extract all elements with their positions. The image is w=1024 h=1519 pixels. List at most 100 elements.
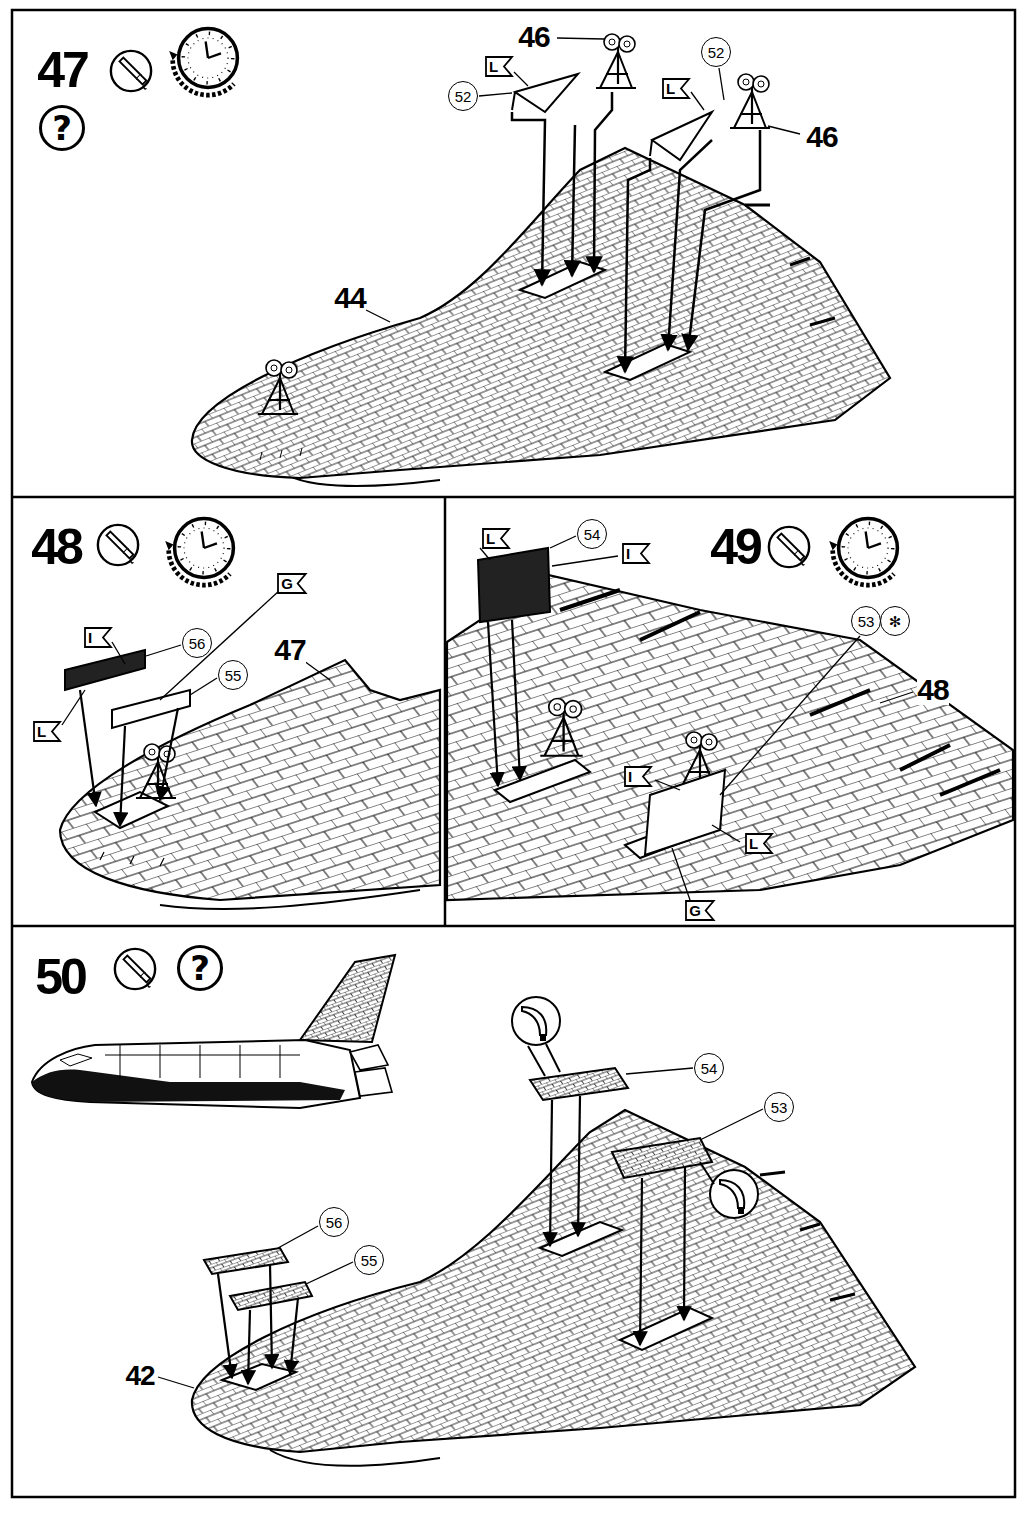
drying-time-icon: [165, 519, 233, 586]
callout-circle: 55: [218, 660, 248, 690]
leader-line: [880, 692, 913, 703]
help-symbol: ?: [39, 105, 85, 151]
knife-icon: [512, 997, 560, 1045]
leader-line: [366, 310, 390, 322]
panel-frame: [12, 10, 1015, 1497]
leader-line: [146, 645, 181, 656]
step-number: 48: [31, 522, 81, 572]
leader-line: [720, 636, 860, 795]
leader-line: [62, 590, 330, 725]
callout-circle: 56: [319, 1207, 349, 1237]
help-symbol: ?: [177, 945, 223, 991]
assembly-arrow: [218, 1096, 685, 1384]
leader-line: [479, 93, 512, 96]
leader-line: [700, 1109, 763, 1140]
leader-line: [719, 68, 724, 100]
leader-line: [112, 642, 125, 664]
paint-flag: L: [485, 56, 513, 77]
step-number: 50: [35, 952, 85, 1002]
paint-flag: L: [482, 528, 510, 549]
paint-code: L: [749, 836, 758, 851]
leader-line: [557, 38, 604, 39]
part-number: 52: [708, 45, 725, 60]
assembly-arrow: [218, 1274, 232, 1378]
paint-code: L: [489, 59, 498, 74]
assembly-arrow: [640, 1178, 642, 1345]
knife-icon: [528, 1044, 560, 1076]
step-number: 49: [710, 522, 760, 572]
leader-line: [158, 1068, 763, 1388]
leader-line: [655, 780, 680, 790]
part-number: 42: [125, 1362, 154, 1390]
callout-circle: 53: [764, 1092, 794, 1122]
panel-frame: [12, 10, 1015, 1497]
panel-divider: [12, 925, 1015, 928]
gear-well: [222, 1364, 296, 1390]
assembly-arrow: [512, 112, 545, 285]
assembly-arrow: [512, 620, 520, 780]
assembly-arrow: [160, 708, 178, 800]
flag-outline: [278, 574, 306, 593]
part-number: 46: [518, 22, 549, 52]
assembly-arrow: [512, 92, 760, 372]
leader-line: [691, 92, 704, 110]
callout-circle: 54: [577, 519, 607, 549]
callout-circle: 52: [701, 37, 731, 67]
gear-well: [540, 1222, 622, 1256]
callout-circle: 56: [182, 628, 212, 658]
assembly-arrow: [684, 1166, 685, 1320]
side-view-shuttle: [32, 1070, 345, 1103]
part-number: 46: [806, 122, 837, 152]
paint-flag: I: [622, 543, 650, 564]
assembly-arrow: [80, 690, 178, 826]
paint-code: L: [486, 531, 495, 546]
part-number: 53: [858, 614, 875, 629]
leader-line: [626, 1068, 693, 1074]
leader-line: [672, 848, 690, 900]
leader-line: [278, 1226, 318, 1248]
callout-circle: 55: [354, 1245, 384, 1275]
side-view-shuttle: [300, 955, 395, 1042]
callout-circle: 52: [448, 81, 478, 111]
flag-outline: [625, 767, 651, 786]
shuttle-underside: [192, 1068, 915, 1466]
glue-icon: [98, 525, 138, 565]
drag-brace: [650, 112, 712, 160]
panel-divider: [12, 496, 1015, 499]
callout-circle: ✻: [880, 606, 910, 636]
leader-line: [160, 590, 280, 700]
step-number: 47: [37, 45, 87, 95]
part-number: 47: [274, 635, 305, 665]
assembly-arrow: [80, 690, 96, 806]
shuttle-underside: [192, 148, 890, 486]
part-number: 46: [806, 122, 837, 152]
side-view-shuttle: [350, 1045, 392, 1096]
assembly-arrow: [488, 620, 520, 786]
leader-line: [366, 38, 800, 322]
paint-code: G: [281, 576, 293, 591]
shuttle-underside: [192, 148, 890, 478]
nose-gear: [258, 360, 298, 414]
leader-line: [712, 825, 740, 842]
gear-door: [612, 1138, 712, 1178]
part-number: 44: [334, 283, 365, 313]
flag-outline: [486, 57, 512, 76]
step-number: 50: [35, 952, 85, 1002]
glue-icon: [111, 51, 151, 91]
part-number: 54: [701, 1061, 718, 1076]
shuttle-underside: [260, 448, 302, 460]
callout-circle: 53: [851, 606, 881, 636]
flag-outline: [746, 834, 772, 853]
part-number: 47: [274, 635, 305, 665]
part-number: 55: [361, 1253, 378, 1268]
flag-outline: [483, 529, 509, 548]
paint-code: L: [666, 81, 675, 96]
assembly-arrow: [578, 1096, 580, 1236]
side-view-shuttle: [60, 1054, 92, 1066]
assembly-arrow: [488, 622, 498, 786]
wing-closeup: [447, 575, 1013, 900]
assembly-arrow: [550, 1100, 552, 1246]
